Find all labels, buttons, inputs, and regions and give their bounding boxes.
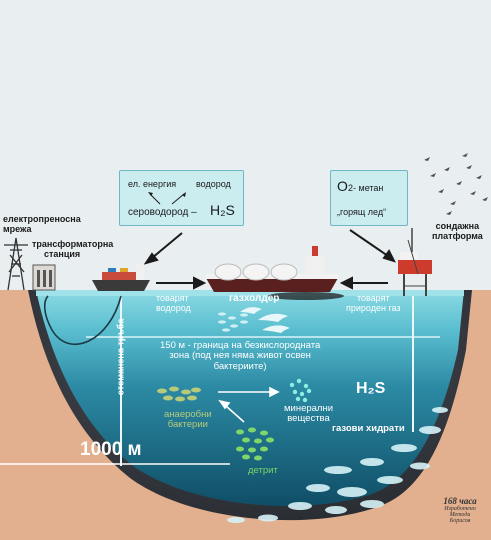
anaerobic-bacteria-dots [157, 386, 201, 402]
burning-ice-label: „горящ лед“ [337, 207, 387, 217]
brand-logo: 168 часа [443, 496, 477, 506]
detritus-label: детрит [248, 465, 278, 476]
flow-arrows [143, 229, 396, 290]
birds [424, 153, 488, 215]
electric-energy-label: ел. енергия [128, 179, 177, 189]
credit-line-3: Борисов [449, 518, 471, 524]
hydrogen-sulfide-label: сероводород – [128, 207, 197, 218]
detritus-dots [236, 427, 274, 461]
arrow-to-gas-carrier-icon [339, 276, 353, 290]
sea-water [36, 290, 464, 507]
cargo-ship [92, 264, 150, 291]
mineral-dots [289, 378, 312, 403]
transformer-building [32, 264, 56, 291]
power-cable [43, 295, 122, 346]
h2s-formula-label: H₂S [210, 202, 235, 218]
arrow-to-platform-icon [382, 249, 396, 263]
steel-pipe-label: стоманена тръба [115, 318, 126, 396]
products-box: ел. енергия водород сероводород – H₂S [119, 170, 244, 226]
oxygen-label: O [337, 178, 348, 194]
arrow-bacteria-to-minerals-icon [269, 386, 280, 398]
credit-line-1: Изработено [444, 506, 476, 512]
arrow-detritus-to-bacteria-icon [218, 399, 231, 410]
gasholder-label: газхолдер [229, 293, 280, 304]
drilling-platform [398, 228, 432, 296]
arrow-to-cargo-ship-icon [143, 252, 159, 265]
hydrogen-label: водород [196, 179, 231, 189]
process-arrows [218, 386, 280, 423]
gas-hydrate-deposits [227, 407, 448, 523]
credit-line-2: Методи [449, 512, 471, 518]
sea-surface [36, 290, 464, 296]
depth-label: 1000 м [80, 439, 142, 460]
arrow-to-gasholder-icon [193, 276, 207, 290]
h2s-label: H₂S [356, 380, 386, 397]
fish-school [218, 312, 248, 332]
gas-hydrates-label: газови хидрати [332, 423, 405, 434]
methane-box: O 2- метан „горящ лед“ [330, 170, 408, 226]
box-arrows [148, 192, 186, 205]
gas-carrier-ship [206, 246, 344, 300]
credit-block: 168 часа Изработено Методи Борисов [432, 496, 488, 524]
power-pylon [4, 237, 28, 291]
methane-label: 2- метан [348, 183, 384, 193]
dolphins [240, 307, 290, 333]
